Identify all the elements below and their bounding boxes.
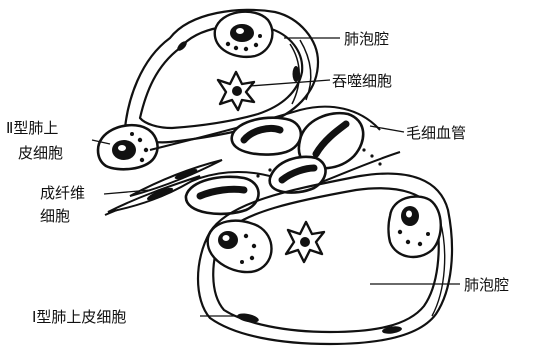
label-fibroblast-line2: 细胞 (40, 207, 70, 225)
capillary-bottom-right (270, 157, 326, 193)
capillary-top-left (232, 118, 301, 155)
capillary-bottom-left (186, 177, 259, 214)
label-type1: Ⅰ型肺上皮细胞 (32, 308, 126, 326)
type2-cell-lower-right (389, 197, 441, 257)
label-fibroblast-line1: 成纤维 (40, 184, 85, 202)
label-alveolar-lumen-bottom: 肺泡腔 (464, 276, 509, 294)
macrophage-icon (218, 72, 254, 110)
label-type2-line2: 皮细胞 (18, 144, 63, 162)
label-type2-line1: Ⅱ型肺上 (6, 119, 58, 137)
label-macrophage: 吞噬细胞 (332, 72, 392, 90)
type2-cell-top (215, 12, 273, 57)
macrophage-lower-icon (286, 222, 324, 262)
type2-cell-lower-left (208, 221, 272, 272)
label-alveolar-lumen-top: 肺泡腔 (344, 30, 389, 48)
type2-cell-left (98, 125, 158, 169)
label-capillary: 毛细血管 (406, 124, 466, 142)
